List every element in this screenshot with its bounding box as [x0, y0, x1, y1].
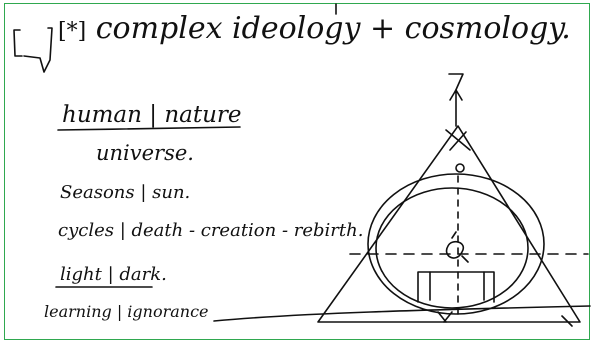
title-text: complex ideology + cosmology. [95, 11, 571, 46]
note-line-learning: learning | ignorance [44, 302, 209, 321]
note-title: [*] complex ideology + cosmology. [58, 14, 571, 44]
apex-circle [455, 163, 465, 173]
marker-text: [*] [58, 19, 87, 44]
base-line [213, 305, 591, 322]
inner-structure [417, 271, 495, 303]
central-figure [445, 231, 469, 263]
arrow-up-icon [449, 89, 463, 127]
page-frame [4, 3, 590, 340]
outer-ellipse [367, 173, 545, 315]
note-line-human-nature: human | nature [62, 102, 242, 128]
triangle-shape [317, 125, 581, 323]
marker-bracket-icon [13, 27, 53, 73]
inner-ellipse [375, 187, 529, 309]
note-line-cycles: cycles | death - creation - rebirth. [58, 220, 364, 241]
underline-human-nature [57, 126, 241, 131]
seven-glyph [448, 73, 464, 93]
apex-cross-strokes [445, 129, 471, 151]
note-line-universe: universe. [96, 141, 194, 165]
note-line-light-dark: light | dark. [60, 264, 167, 285]
note-line-seasons: Seasons | sun. [60, 182, 191, 203]
